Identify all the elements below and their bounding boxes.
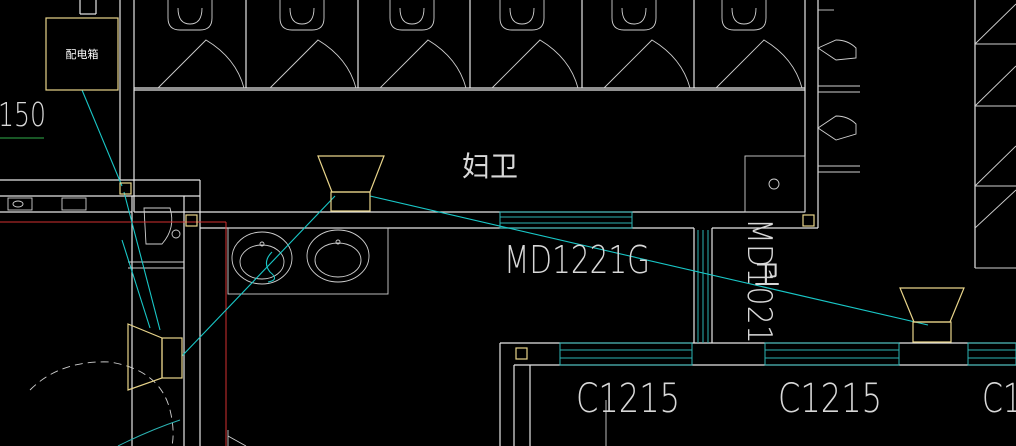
toilet-fixture-5 <box>611 0 657 31</box>
window-label-3: C1 <box>982 376 1016 422</box>
stall-door-swings <box>157 39 803 89</box>
equipment-box-label: 配电箱 <box>66 47 99 61</box>
pipe-lines <box>81 89 929 357</box>
door-label-vertical: MD1021 <box>739 218 779 344</box>
wall-lamp-icon <box>127 323 163 391</box>
toilet-fixture-1 <box>167 0 213 31</box>
toilet-fixture-3 <box>389 0 435 31</box>
yellow-fixtures <box>45 17 965 391</box>
toilet-fixture-4 <box>499 0 545 31</box>
sink-fixtures <box>231 229 370 285</box>
window-label-1: C1215 <box>576 376 680 422</box>
window-label-2: C1215 <box>778 376 882 422</box>
ceiling-lamp-icon-2 <box>899 287 965 323</box>
door-label-horizontal: MD1221G <box>504 238 650 282</box>
toilet-fixture-6 <box>721 0 767 31</box>
vertical-room-char: 卫 <box>754 261 780 291</box>
ceiling-lamp-icon-1 <box>317 155 385 193</box>
toilet-fixture-2 <box>279 0 325 31</box>
drawing-labels: 配电箱 150 妇卫 MD1221G MD1021 卫 C1215 C1215 … <box>0 47 1016 422</box>
red-boundary-lines <box>0 221 227 446</box>
toilet-stall-row <box>79 0 819 228</box>
equipment-box-icon <box>45 17 119 91</box>
room-name-label: 妇卫 <box>462 150 518 183</box>
elevation-label: 150 <box>0 95 46 134</box>
window-panels <box>499 211 1016 366</box>
